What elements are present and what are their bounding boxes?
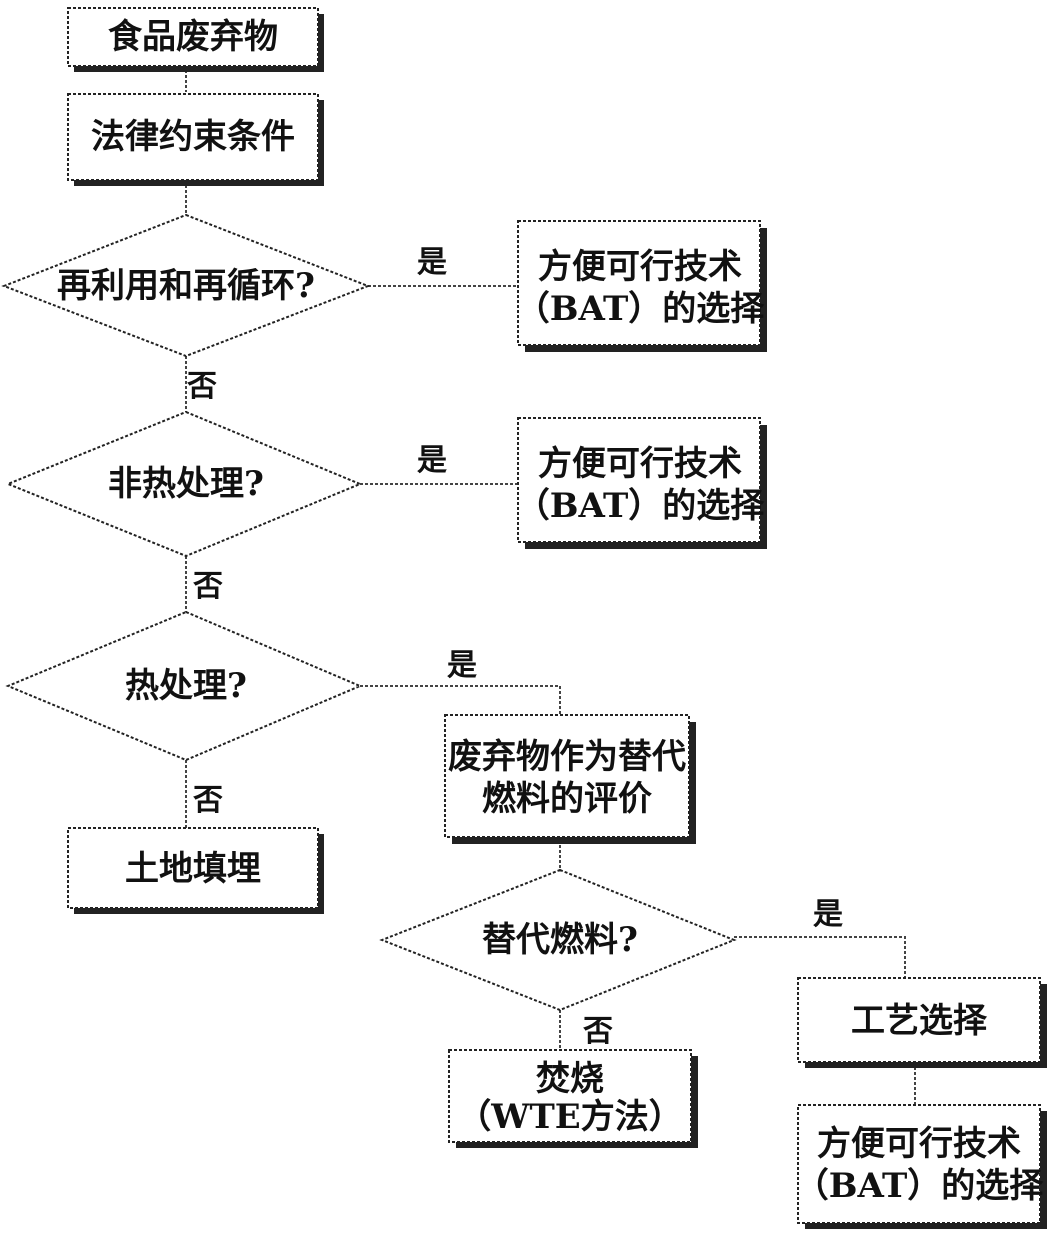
node-bat-2: 方便可行技术 （BAT）的选择 xyxy=(516,417,767,549)
label-yes-reuse: 是 xyxy=(417,245,447,280)
node-bat-2-line1: 方便可行技术 xyxy=(538,444,742,484)
decision-non-thermal-text: 非热处理? xyxy=(108,464,264,504)
node-food-waste: 食品废弃物 xyxy=(67,7,324,72)
node-process-selection-text: 工艺选择 xyxy=(851,1001,988,1041)
node-legal-constraints-text: 法律约束条件 xyxy=(91,117,295,157)
node-incineration-line1: 焚烧 xyxy=(536,1059,604,1099)
label-yes-altfuel: 是 xyxy=(813,897,843,932)
node-food-waste-text: 食品废弃物 xyxy=(108,17,278,57)
node-incineration: 焚烧 （WTE方法） xyxy=(448,1049,698,1148)
decision-alt-fuel: 替代燃料? xyxy=(379,868,737,1012)
label-no-thermal: 否 xyxy=(193,783,223,818)
label-yes-thermal: 是 xyxy=(447,648,477,683)
node-process-selection: 工艺选择 xyxy=(797,977,1047,1068)
node-landfill-text: 土地填埋 xyxy=(125,849,261,889)
decision-reuse-recycle: 再利用和再循环? xyxy=(1,213,371,358)
decision-reuse-recycle-text: 再利用和再循环? xyxy=(57,266,315,306)
decision-non-thermal: 非热处理? xyxy=(5,410,363,558)
label-no-altfuel: 否 xyxy=(583,1014,613,1049)
node-alt-fuel-eval: 废弃物作为替代 燃料的评价 xyxy=(444,714,696,844)
node-bat-2-line2: （BAT）的选择 xyxy=(516,486,766,526)
node-bat-3-line2: （BAT）的选择 xyxy=(795,1166,1045,1206)
edge-labels: 是 否 是 否 是 否 是 否 xyxy=(187,245,843,1049)
node-alt-fuel-eval-line1: 废弃物作为替代 xyxy=(448,737,686,777)
node-bat-3: 方便可行技术 （BAT）的选择 xyxy=(795,1104,1047,1229)
node-bat-1-line2: （BAT）的选择 xyxy=(516,289,766,329)
connector-altfuel-process xyxy=(734,936,906,978)
node-landfill: 土地填埋 xyxy=(67,827,324,914)
node-alt-fuel-eval-line2: 燃料的评价 xyxy=(482,779,652,819)
node-bat-1: 方便可行技术 （BAT）的选择 xyxy=(516,220,767,352)
node-incineration-line2: （WTE方法） xyxy=(457,1097,682,1137)
label-no-reuse: 否 xyxy=(187,369,217,404)
label-no-nonthermal: 否 xyxy=(193,569,223,604)
node-bat-3-line1: 方便可行技术 xyxy=(817,1124,1021,1164)
connector-thermal-altfuel-eval xyxy=(360,685,561,715)
node-legal-constraints: 法律约束条件 xyxy=(67,93,324,186)
decision-alt-fuel-text: 替代燃料? xyxy=(482,920,638,960)
decision-thermal: 热处理? xyxy=(5,610,363,762)
node-bat-1-line1: 方便可行技术 xyxy=(538,247,742,287)
decision-thermal-text: 热处理? xyxy=(125,666,247,706)
label-yes-nonthermal: 是 xyxy=(417,443,447,478)
